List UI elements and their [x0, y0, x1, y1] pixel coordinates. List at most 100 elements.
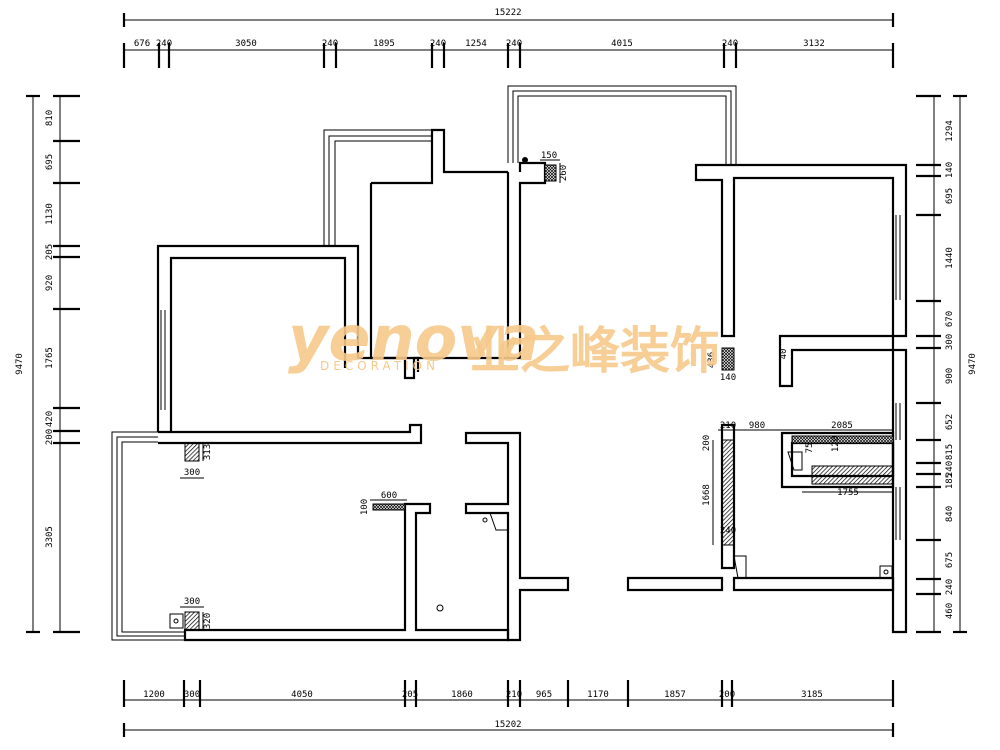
beam-bath-mid: [811, 465, 894, 485]
bottom-seg-4: 1860: [451, 690, 473, 700]
ann-seg-200: 200: [702, 435, 712, 451]
right-seg-4: 670: [945, 311, 955, 327]
ann-seg-1668: 1668: [702, 484, 712, 506]
right-seg-10: 185: [945, 473, 955, 489]
beam-mid: [372, 503, 406, 511]
fixtures: [169, 157, 893, 629]
pipe-top: [522, 157, 528, 163]
drain-kitchen: [436, 604, 444, 612]
right-seg-9: 240: [945, 461, 955, 477]
floor-drain-left: [169, 613, 184, 629]
left-dimension-chain: 9470 810 695 1130 205 920 1765 420 200 3…: [15, 94, 80, 634]
bottom-seg-0: 1200: [143, 690, 165, 700]
ann-seg-240: 240: [720, 526, 736, 536]
top-seg-7: 240: [506, 39, 522, 49]
bottom-seg-9: 200: [719, 690, 735, 700]
top-seg-4: 1895: [373, 39, 395, 49]
right-seg-12: 675: [945, 552, 955, 568]
ann-seg-210: 210: [720, 421, 736, 431]
watermark-sub: DECORATION: [320, 359, 439, 373]
right-seg-1: 140: [945, 162, 955, 178]
ann-seg-2085: 2085: [831, 421, 853, 431]
bottom-seg-3: 205: [402, 690, 418, 700]
ann-col-right-w: 140: [720, 373, 736, 383]
top-dimension-chain: 15222 676 240 3050 240 1895 240 1254 240…: [122, 8, 895, 68]
beam-bath-top: [791, 435, 894, 444]
shaft-corridor: [489, 512, 509, 531]
ann-seg-1755: 1755: [837, 488, 859, 498]
top-seg-2: 3050: [235, 39, 257, 49]
left-seg-7: 200: [45, 429, 55, 445]
right-total-label: 9470: [968, 353, 978, 375]
shaft-right: [733, 555, 747, 579]
top-seg-3: 240: [322, 39, 338, 49]
column-mid-left: [184, 442, 200, 462]
left-seg-4: 920: [45, 275, 55, 291]
top-seg-0: 676: [134, 39, 150, 49]
right-seg-5: 300: [945, 334, 955, 350]
shaft-bath: [787, 451, 803, 471]
top-seg-1: 240: [156, 39, 172, 49]
ann-beam-len: 600: [381, 491, 397, 501]
bottom-seg-5: 210: [506, 690, 522, 700]
ann-col-top-h: 260: [559, 165, 569, 181]
right-seg-3: 1440: [945, 247, 955, 269]
ann-col-bot-h: 320: [203, 613, 213, 629]
left-seg-8: 3305: [45, 526, 55, 548]
right-seg-6: 900: [945, 368, 955, 384]
right-seg-13: 240: [945, 579, 955, 595]
bottom-seg-8: 1857: [664, 690, 686, 700]
left-seg-0: 810: [45, 110, 55, 126]
floor-drain-right: [879, 565, 893, 579]
watermark-cn: 业之峰装饰: [470, 322, 720, 380]
walls: [111, 85, 908, 642]
bottom-seg-2: 4050: [291, 690, 313, 700]
columns: [184, 164, 894, 631]
right-seg-11: 840: [945, 506, 955, 522]
column-top: [544, 164, 557, 182]
ann-seg-120: 120: [831, 436, 841, 452]
top-seg-9: 240: [722, 39, 738, 49]
annotations: 150 260 300 313 300 320 600 100 436 140 …: [180, 151, 893, 630]
bottom-ticks: [122, 680, 895, 707]
bottom-dimension-chain: 1200 300 4050 205 1860 210 965 1170 1857…: [122, 680, 895, 737]
right-seg-14: 460: [945, 603, 955, 619]
top-seg-6: 1254: [465, 39, 487, 49]
ann-col-right-h: 436: [707, 352, 717, 368]
column-right: [721, 347, 735, 371]
column-bottom-left: [184, 611, 200, 631]
column-right-spine: [721, 439, 735, 546]
left-seg-5: 1765: [45, 347, 55, 369]
right-ticks: [916, 94, 941, 634]
ann-col-mid-h: 313: [203, 444, 213, 460]
top-seg-10: 3132: [803, 39, 825, 49]
bottom-seg-7: 1170: [587, 690, 609, 700]
top-ticks: [122, 43, 895, 68]
right-seg-7: 652: [945, 414, 955, 430]
watermark: yenova DECORATION 业之峰装饰: [288, 302, 720, 380]
top-seg-8: 4015: [611, 39, 633, 49]
ann-col-bot-w: 300: [184, 597, 200, 607]
bottom-seg-1: 300: [184, 690, 200, 700]
right-seg-0: 1294: [945, 120, 955, 142]
bottom-seg-10: 3185: [801, 690, 823, 700]
watermark-latin: yenova: [288, 302, 539, 375]
left-ticks: [53, 94, 80, 634]
top-total-label: 15222: [494, 8, 521, 18]
ann-beam-h: 100: [360, 499, 370, 515]
left-seg-1: 695: [45, 154, 55, 170]
ann-seg-980: 980: [749, 421, 765, 431]
ann-col-mid-w: 300: [184, 468, 200, 478]
left-seg-2: 1130: [45, 203, 55, 225]
left-seg-3: 205: [45, 244, 55, 260]
bottom-seg-6: 965: [536, 690, 552, 700]
ann-small-right: 40: [779, 349, 789, 360]
ann-col-top-w: 150: [541, 151, 557, 161]
left-seg-6: 420: [45, 411, 55, 427]
right-seg-2: 695: [945, 188, 955, 204]
top-seg-5: 240: [430, 39, 446, 49]
bottom-total-label: 15202: [494, 720, 521, 730]
ann-seg-75: 75: [805, 443, 815, 454]
right-seg-8: 815: [945, 444, 955, 460]
